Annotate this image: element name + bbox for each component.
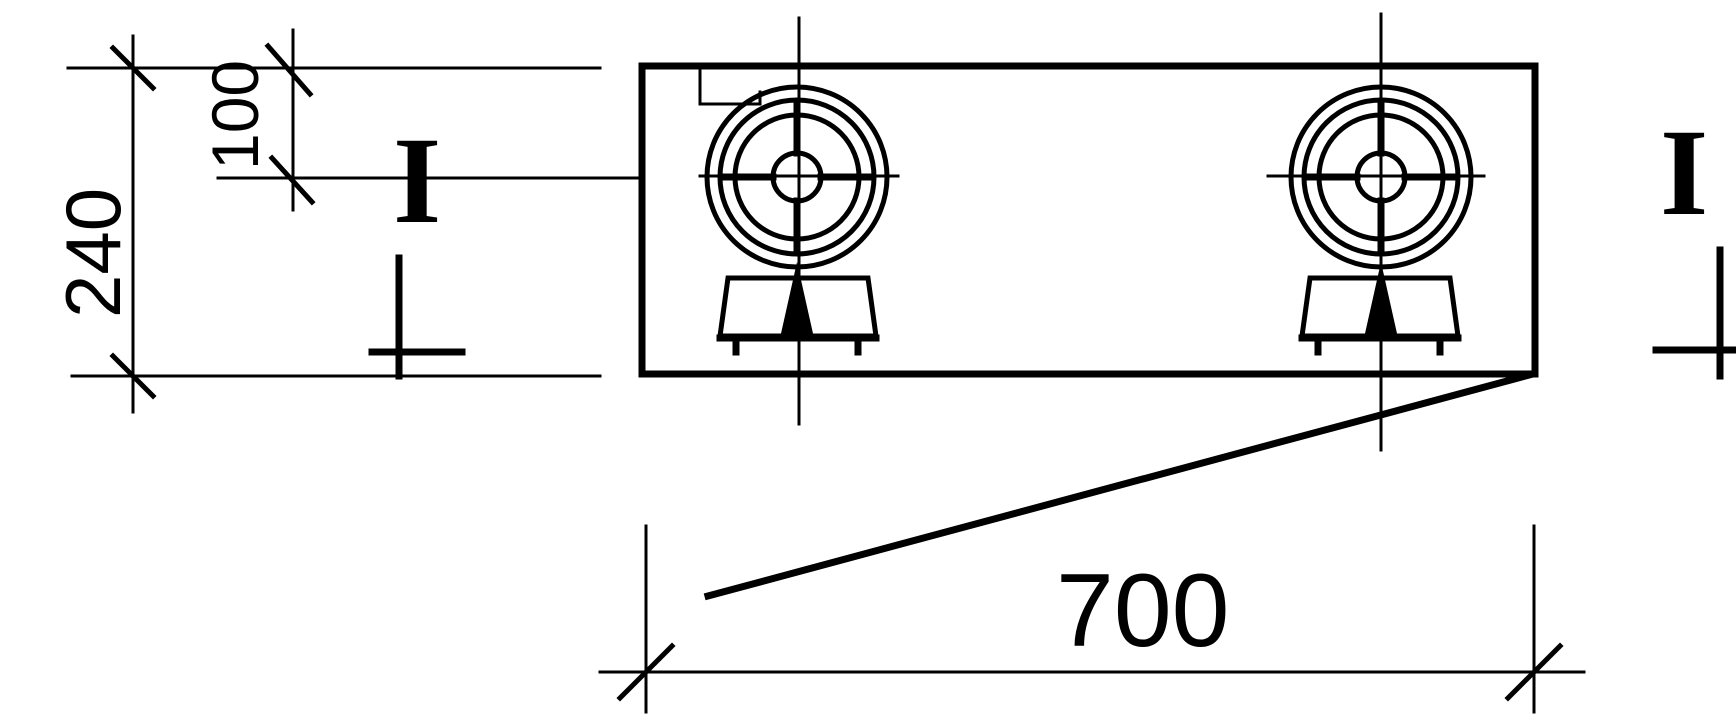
vertical-dimension-100: 100 [198,28,642,212]
dimension-label-240: 240 [49,188,137,318]
section-label-right: I [1660,104,1708,241]
hydrant-cabinet [638,62,1539,601]
dimension-tick-icon [616,642,676,702]
horizontal-dimension-700: 700 [598,524,1586,714]
section-cut-mark-left: I [368,112,466,380]
section-cut-mark-right: I [1652,104,1736,380]
vertical-dimension-240: 240 [49,34,602,414]
section-label-left: I [393,112,441,249]
dimension-tick-icon [1504,642,1564,702]
dimension-tick-icon [109,352,157,400]
hydrant-outlet-icon [1266,12,1486,452]
dimension-label-700: 700 [1056,553,1230,669]
dimension-label-100: 100 [198,60,272,170]
cabinet-outline [638,62,1539,378]
door-swing-line [703,369,1538,601]
dimension-tick-icon [264,42,314,98]
dimension-tick-icon [268,154,316,206]
hydrant-outlet-icon [698,16,900,426]
